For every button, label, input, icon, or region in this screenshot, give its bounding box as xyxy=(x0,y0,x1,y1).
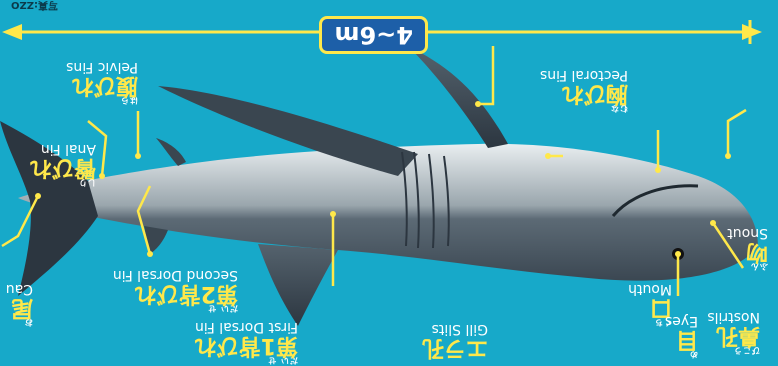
anal-en: Anal Fin xyxy=(30,142,96,156)
anal-jp: 臀びれ xyxy=(30,156,96,178)
eyes-jp: 目 xyxy=(665,328,698,350)
label-second-dorsal: だい せ 第2背びれ Second Dorsal Fin xyxy=(113,268,238,312)
photo-credit: 写真:ZZO xyxy=(11,0,58,14)
nostrils-en: Nostrils xyxy=(707,310,760,324)
label-caudal: お 尾 Cau xyxy=(6,282,33,326)
first-dorsal-en: First Dorsal Fin xyxy=(195,320,298,334)
pectoral-jp: 胸びれ xyxy=(540,82,628,104)
label-pelvic: はら 腹びれ Pelvic Fins xyxy=(66,60,138,104)
caudal-jp: 尾 xyxy=(6,296,33,318)
label-pectoral: むな 胸びれ Pectoral Fins xyxy=(540,68,628,112)
nostrils-jp: 鼻孔 xyxy=(707,324,760,346)
first-dorsal-jp: 第1背びれ xyxy=(195,334,298,356)
label-anal: しり 臀びれ Anal Fin xyxy=(30,142,96,186)
size-label: 4~6m xyxy=(319,16,428,54)
mouth-en: Mouth xyxy=(628,282,672,296)
snout-jp: 吻 xyxy=(727,240,768,262)
label-gill: エラ孔 Gill Slits xyxy=(422,322,488,358)
snout-en: Snout xyxy=(727,226,768,240)
pectoral-en: Pectoral Fins xyxy=(540,68,628,82)
caudal-en: Cau xyxy=(6,282,33,296)
label-eyes: め 目 Eyes xyxy=(665,314,698,358)
second-dorsal-en: Second Dorsal Fin xyxy=(113,268,238,282)
gill-jp: エラ孔 xyxy=(422,336,488,358)
first-dorsal-shape xyxy=(258,244,338,326)
pelvic-jp: 腹びれ xyxy=(66,74,138,96)
second-dorsal-jp: 第2背びれ xyxy=(113,282,238,304)
anal-fin-shape xyxy=(156,138,186,166)
label-snout: ふん 吻 Snout xyxy=(727,226,768,270)
eyes-en: Eyes xyxy=(665,314,698,328)
label-nostrils: びこう 鼻孔 Nostrils xyxy=(707,310,760,354)
pelvic-en: Pelvic Fins xyxy=(66,60,138,74)
label-first-dorsal: だい せ 第1背びれ First Dorsal Fin xyxy=(195,320,298,364)
gill-en: Gill Slits xyxy=(422,322,488,336)
